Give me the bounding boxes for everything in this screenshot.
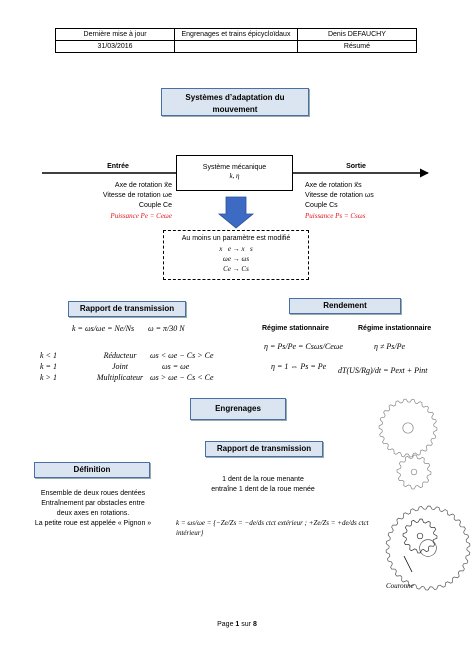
engr-rapport-title: Rapport de transmission	[205, 441, 323, 457]
dashed-line: x⃗e → x⃗s	[219, 245, 253, 253]
down-arrow-icon	[217, 196, 255, 229]
sortie-title: Sortie	[346, 163, 366, 170]
header-table: Dernière mise à jour Engrenages et train…	[54, 28, 418, 53]
rapport-row: k < 1 Réducteur ωs < ωe − Cs > Ce	[40, 350, 214, 361]
pinion-gear-hub	[410, 468, 418, 476]
rapport-text-line: entraîne 1 dent de la roue menée	[211, 486, 315, 493]
couronne-label: Couronne	[386, 582, 414, 590]
ring-gear	[385, 505, 471, 591]
sortie-line: Axe de rotation x⃗s	[305, 182, 362, 189]
sortie-line: Couple Cs	[305, 202, 338, 209]
entree-line: Couple Ce	[138, 202, 172, 209]
entree-line: Vitesse de rotation ωe	[102, 192, 172, 199]
rapport-row: k > 1 Multiplicateur ωs > ωe − Cs < Ce	[40, 372, 214, 383]
internal-pinion	[402, 518, 438, 554]
definition-line: La petite roue est appelée « Pignon »	[34, 520, 152, 527]
rapport-formula-right: ω = π/30 N	[148, 324, 185, 333]
rendement-title: Rendement	[289, 298, 401, 314]
header-cell: Résumé	[296, 40, 418, 53]
inst-formula2: dT(US/Rg)/dt = Pext + Pint	[338, 366, 428, 375]
rapport-table: k < 1 Réducteur ωs < ωe − Cs > Ce k = 1 …	[40, 350, 214, 383]
gears-drawing	[378, 398, 471, 591]
sortie-block: Axe de rotation x⃗s Vitesse de rotation …	[305, 181, 435, 221]
title-line: Systèmes d’adaptation du	[185, 93, 285, 102]
rapport-text-line: 1 dent de la roue menante	[222, 476, 304, 483]
footer-total-pages: 8	[252, 621, 257, 628]
definition-line: Entraînement par obstacles entre	[41, 500, 145, 507]
footer-current-page: 1	[235, 621, 240, 628]
rapport-formula-left: k = ωs/ωe = Ne/Ns	[72, 324, 135, 333]
rapport-type: Réducteur	[103, 351, 137, 360]
rapport-row: k = 1 Joint ωs = ωe	[40, 361, 214, 372]
page-footer: Page 1 sur 8	[0, 621, 474, 628]
section-title-adaptation: Systèmes d’adaptation du mouvement	[161, 88, 309, 116]
engrenages-title: Engrenages	[190, 398, 286, 420]
external-gear-hub	[402, 422, 414, 434]
definition-text: Ensemble de deux roues dentées Entraînem…	[20, 489, 166, 529]
sortie-line: Vitesse de rotation ωs	[305, 192, 374, 199]
system-params: k, η	[229, 172, 240, 180]
pinion-gear	[396, 454, 432, 490]
rapport-title: Rapport de transmission	[68, 301, 186, 317]
rapport-relation: ωs = ωe	[162, 362, 190, 371]
mechanical-system-box: Système mécanique k, η	[176, 155, 293, 191]
dashed-title: Au moins un paramètre est modifié	[181, 235, 291, 242]
stat-formula: η = Ps/Pe = Csωs/Ceωe	[264, 342, 343, 351]
rapport-k: k = 1	[40, 362, 57, 371]
rapport-k: k < 1	[40, 351, 57, 360]
entree-power: Puissance Pe = Ceωe	[110, 212, 172, 220]
stationnaire-title: Régime stationnaire	[262, 325, 329, 332]
modified-params-box: Au moins un paramètre est modifié x⃗e → …	[163, 230, 309, 280]
entree-line: Axe de rotation x⃗e	[114, 182, 172, 189]
entree-block: Axe de rotation x⃗e Vitesse de rotation …	[40, 181, 172, 221]
engr-rapport-text: 1 dent de la roue menante entraîne 1 den…	[198, 475, 328, 495]
engr-formula: k = ωs/ωe = {−Ze/Zs = −de/ds ctct extéri…	[176, 519, 369, 537]
definition-line: deux axes en rotations.	[56, 510, 130, 517]
definition-title: Définition	[34, 462, 150, 478]
dashed-line: ωe → ωs	[222, 255, 250, 263]
internal-pinion-hub	[416, 532, 424, 540]
rapport-relation: ωs > ωe − Cs < Ce	[150, 373, 214, 382]
title-line: mouvement	[212, 105, 258, 114]
instationnaire-title: Régime instationnaire	[358, 325, 432, 332]
rapport-type: Joint	[112, 362, 128, 371]
system-label: Système mécanique	[202, 164, 267, 171]
footer-prefix: Page	[217, 621, 236, 628]
definition-line: Ensemble de deux roues dentées	[40, 490, 146, 497]
dashed-line: Ce → Cs	[223, 265, 249, 273]
stat-formula2: η = 1 ⇔ Ps = Pe	[271, 362, 327, 371]
rapport-relation: ωs < ωe − Cs > Ce	[150, 351, 214, 360]
ring-gear-hub	[419, 539, 437, 557]
rapport-k: k > 1	[40, 373, 57, 382]
rapport-type: Multiplicateur	[96, 373, 144, 382]
footer-middle: sur	[239, 621, 253, 628]
header-cell: 31/03/2016	[54, 40, 176, 53]
inst-formula: η ≠ Ps/Pe	[374, 342, 406, 351]
external-gear	[378, 398, 438, 458]
entree-title: Entrée	[107, 163, 129, 170]
sortie-power: Puissance Ps = Csωs	[305, 212, 366, 220]
